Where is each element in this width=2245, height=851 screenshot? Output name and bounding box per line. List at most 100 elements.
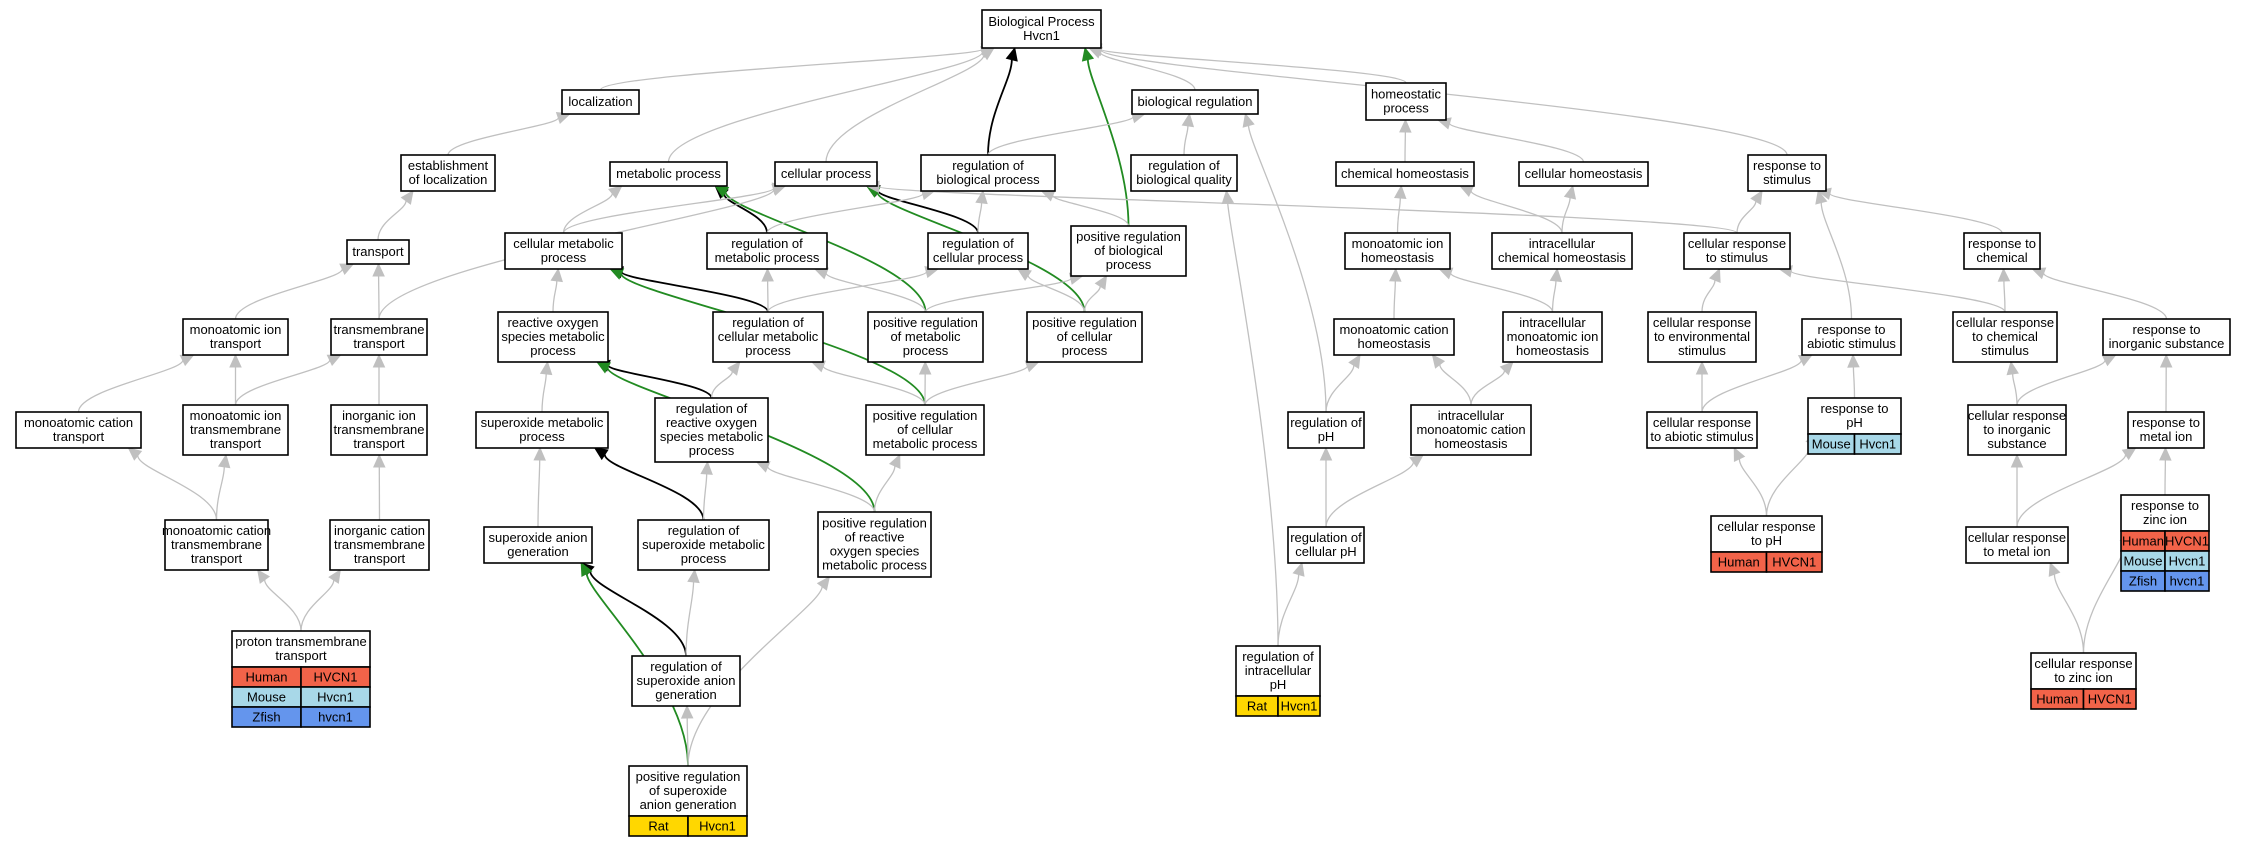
gene-symbol: Hvcn1 <box>699 819 736 834</box>
edge-cellmetab-to-cellproc <box>562 182 787 234</box>
edge-arrowhead <box>2159 353 2173 368</box>
edge-arrowhead <box>1695 360 1709 375</box>
go-term-node-transport[interactable]: transport <box>346 239 410 265</box>
node-label: transport <box>210 436 262 451</box>
edge-arrowhead <box>1389 267 1402 282</box>
node-box <box>346 239 410 265</box>
edge-arrowhead <box>593 447 609 461</box>
edge-arrowhead <box>1399 118 1412 133</box>
node-label: to chemical <box>1972 329 2038 344</box>
go-term-node-cellhomeo[interactable]: cellular homeostasis <box>1518 161 1649 187</box>
gene-symbol: Hvcn1 <box>2169 554 2206 569</box>
edge-arrowhead <box>595 361 611 374</box>
edge-posregcellmetab-to-posregmetab <box>918 360 932 406</box>
go-term-node-cellproc[interactable]: cellular process <box>774 161 878 187</box>
node-box <box>706 232 828 270</box>
edge-intramono-to-monohomeo <box>1438 267 1554 313</box>
node-label: anion generation <box>640 797 737 812</box>
edge-line <box>1738 458 1768 517</box>
edge-arrowhead <box>580 561 593 577</box>
edge-regbio-to-root <box>987 46 1018 156</box>
node-label: cellular response <box>1717 519 1815 534</box>
node-label: transport <box>210 336 262 351</box>
go-term-node-metab[interactable]: metabolic process <box>609 161 728 187</box>
go-term-node-localization[interactable]: localization <box>561 89 640 115</box>
edge-regcell-to-regbio <box>975 189 988 234</box>
node-box <box>330 404 428 456</box>
edge-arrowhead <box>1499 361 1514 376</box>
edge-line <box>2016 360 2106 406</box>
node-box <box>609 161 728 187</box>
node-label: cellular response <box>2034 656 2132 671</box>
node-label: of reactive <box>845 530 905 545</box>
node-label: response to <box>1821 401 1889 416</box>
node-box <box>628 765 748 817</box>
species-name: Mouse <box>2123 554 2162 569</box>
go-term-node-chemhomeo[interactable]: chemical homeostasis <box>1335 161 1475 187</box>
edge-arrowhead <box>1081 46 1095 62</box>
node-box <box>164 519 269 571</box>
edge-tmtrans-to-transport <box>372 262 385 320</box>
node-label: inorganic substance <box>2109 336 2225 351</box>
edge-line <box>537 459 541 528</box>
node-label: response to <box>2133 322 2201 337</box>
gene-symbol: Hvcn1 <box>1859 437 1896 452</box>
edge-arrowhead <box>1094 274 1108 290</box>
edge-line <box>603 454 705 521</box>
go-term-node-bioreg[interactable]: biological regulation <box>1131 89 1259 115</box>
